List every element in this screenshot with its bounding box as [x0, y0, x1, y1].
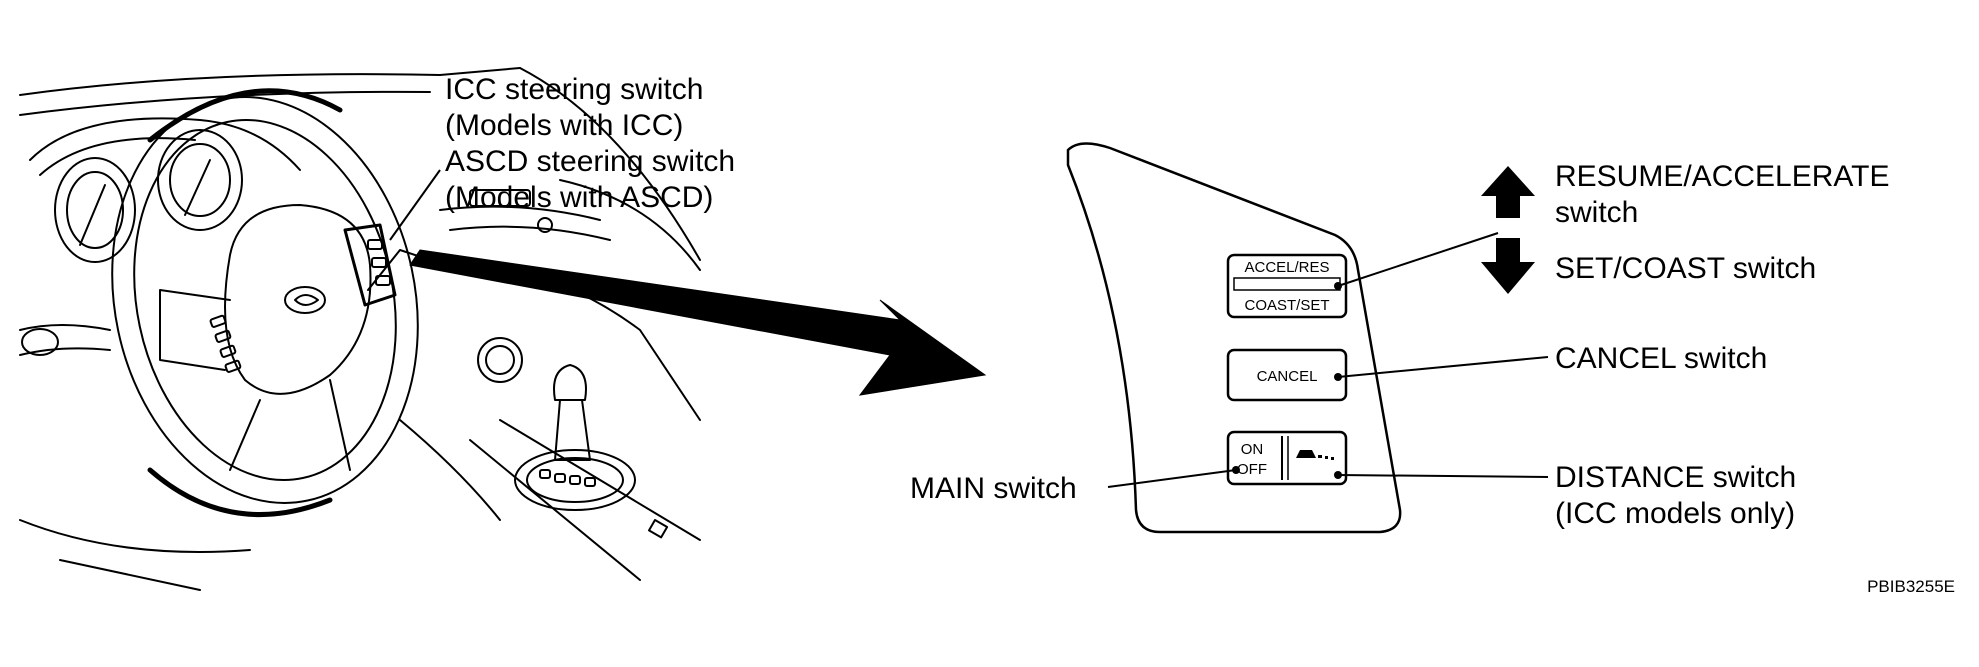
icc-models-label: (Models with ICC): [445, 109, 683, 142]
cancel-button[interactable]: CANCEL: [1226, 348, 1348, 402]
set-coast-label: SET/COAST switch: [1555, 252, 1816, 285]
distance-switch-label: DISTANCE switch: [1555, 461, 1796, 494]
switch-panel: ACCEL/RES COAST/SET CANCEL ON OFF: [1066, 142, 1402, 534]
cancel-button-text: CANCEL: [1257, 368, 1318, 385]
pointer-arrow-icon: [409, 249, 987, 396]
ascd-models-label: (Models with ASCD): [445, 181, 713, 214]
accel-coast-button[interactable]: ACCEL/RES COAST/SET: [1226, 253, 1348, 319]
accel-res-text: ACCEL/RES: [1244, 259, 1329, 276]
icc-models-only-label: (ICC models only): [1555, 497, 1795, 530]
distance-button[interactable]: [1296, 450, 1334, 460]
on-text: ON: [1241, 441, 1264, 458]
icc-switch-label: ICC steering switch: [445, 73, 703, 106]
figure-code: PBIB3255E: [1867, 577, 1955, 596]
resume-accelerate-label: RESUME/ACCELERATE: [1555, 160, 1890, 193]
resume-switch-label: switch: [1555, 196, 1638, 229]
ascd-switch-label: ASCD steering switch: [445, 145, 735, 178]
labels: ICC steering switch (Models with ICC) AS…: [445, 73, 1955, 596]
leader-lines: [1107, 232, 1549, 488]
car-distance-icon: [1296, 450, 1316, 458]
arrow-down-icon: [1481, 238, 1535, 294]
leader-icc: [389, 169, 441, 241]
main-distance-frame: [1226, 430, 1348, 486]
arrow-up-icon: [1481, 166, 1535, 218]
cancel-switch-label: CANCEL switch: [1555, 342, 1767, 375]
coast-set-text: COAST/SET: [1244, 297, 1329, 314]
main-switch-label: MAIN switch: [910, 472, 1077, 505]
off-text: OFF: [1237, 461, 1267, 478]
main-onoff-button[interactable]: ON OFF: [1237, 441, 1267, 478]
